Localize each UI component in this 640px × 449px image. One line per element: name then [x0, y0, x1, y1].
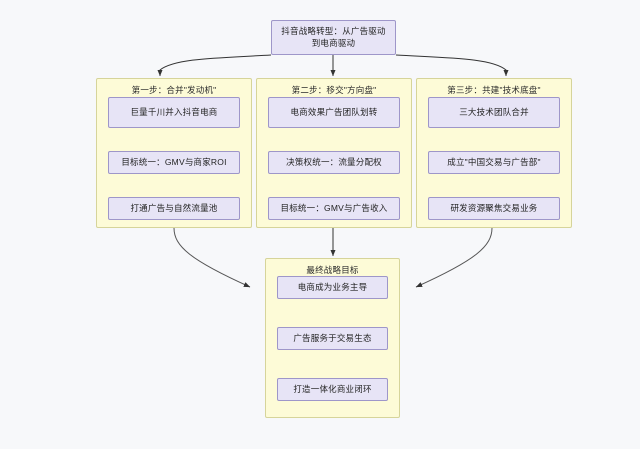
node-root-line2: 到电商驱动 [311, 37, 356, 48]
node-gn2[interactable]: 广告服务于交易生态 [277, 327, 388, 350]
cluster-step2-title: 第二步：移交"方向盘" [291, 85, 377, 95]
node-s2n3[interactable]: 目标统一：GMV与广告收入 [268, 197, 400, 220]
cluster-step3-title: 第三步：共建"技术底盘" [447, 85, 541, 95]
node-gn3[interactable]: 打造一体化商业闭环 [277, 378, 388, 401]
edge-step1-to-goal [173, 227, 251, 288]
node-root-line1: 抖音战略转型：从广告驱动 [281, 26, 386, 37]
edge-root-to-step3 [395, 54, 509, 77]
cluster-step1-title: 第一步：合并"发动机" [131, 85, 217, 95]
node-gn1[interactable]: 电商成为业务主导 [277, 276, 388, 299]
node-s3n1[interactable]: 三大技术团队合并 [428, 97, 560, 128]
node-s1n2[interactable]: 目标统一：GMV与商家ROI [108, 151, 240, 174]
node-s3n2[interactable]: 成立"中国交易与广告部" [428, 151, 560, 174]
node-s2n2[interactable]: 决策权统一：流量分配权 [268, 151, 400, 174]
node-s1n1[interactable]: 巨量千川并入抖音电商 [108, 97, 240, 128]
node-root[interactable]: 抖音战略转型：从广告驱动 到电商驱动 [271, 20, 396, 55]
node-s3n3[interactable]: 研发资源聚焦交易业务 [428, 197, 560, 220]
edge-step3-to-goal [415, 227, 493, 288]
node-s1n3[interactable]: 打通广告与自然流量池 [108, 197, 240, 220]
node-s2n1[interactable]: 电商效果广告团队划转 [268, 97, 400, 128]
cluster-goal-title: 最终战略目标 [306, 265, 359, 275]
edge-root-to-step1 [157, 54, 272, 77]
